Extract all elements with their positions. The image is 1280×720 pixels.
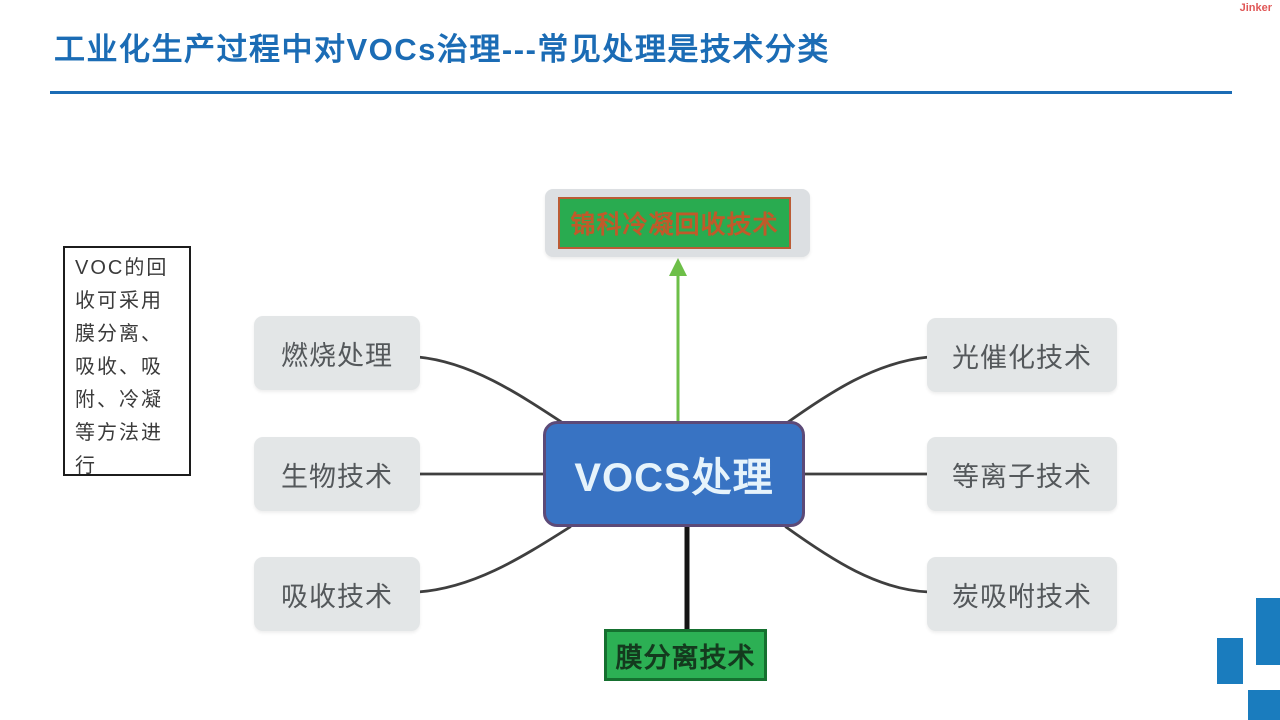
branch-left-3: 吸收技术 — [254, 557, 420, 631]
watermark-label: Jinker — [1239, 2, 1272, 14]
title-underline — [50, 91, 1232, 94]
branch-left-2: 生物技术 — [254, 437, 420, 511]
branch-right-1: 光催化技术 — [927, 318, 1117, 392]
logo-block-mid — [1217, 638, 1243, 684]
slide-title: 工业化生产过程中对VOCs治理---常见处理是技术分类 — [54, 32, 830, 67]
connector-left-bottom — [416, 525, 572, 594]
logo-block-tall — [1256, 598, 1280, 665]
green-arrow-head — [669, 258, 687, 276]
branch-right-3: 炭吸咐技术 — [927, 557, 1117, 631]
connector-right-top — [782, 355, 931, 427]
connector-left-top — [416, 355, 568, 427]
branch-left-1: 燃烧处理 — [254, 316, 420, 390]
side-note: VOC的回 收可采用 膜分离、 吸收、吸 附、冷凝 等方法进 行 — [63, 246, 191, 477]
top-node: 锦科冷凝回收技术 — [558, 197, 791, 249]
center-node: VOCS处理 — [543, 421, 805, 527]
branch-right-2: 等离子技术 — [927, 437, 1117, 511]
bottom-node: 膜分离技术 — [604, 629, 767, 681]
connector-right-bottom — [784, 525, 931, 594]
logo-block-small — [1248, 690, 1280, 720]
